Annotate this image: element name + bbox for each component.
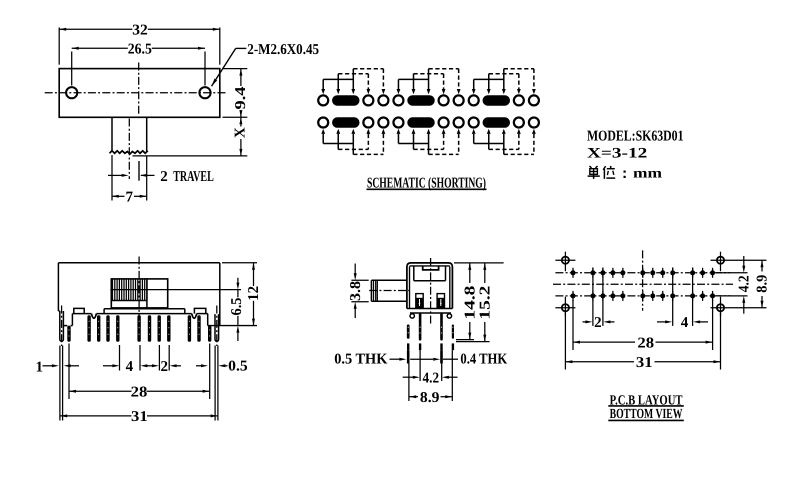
svg-text:8.9: 8.9 bbox=[420, 390, 440, 406]
svg-text:3.8: 3.8 bbox=[348, 281, 364, 301]
svg-text:26.5: 26.5 bbox=[128, 42, 152, 58]
svg-text:9.4: 9.4 bbox=[233, 86, 249, 110]
svg-text:0.4 THK: 0.4 THK bbox=[460, 352, 507, 368]
svg-text:12: 12 bbox=[246, 286, 262, 301]
svg-text:X=3-12: X=3-12 bbox=[587, 146, 647, 162]
svg-text:28: 28 bbox=[637, 335, 654, 351]
svg-text:15.2: 15.2 bbox=[477, 286, 493, 320]
svg-text:4: 4 bbox=[681, 315, 689, 331]
svg-text:32: 32 bbox=[132, 23, 148, 39]
svg-text:mm: mm bbox=[633, 167, 662, 182]
svg-text:4: 4 bbox=[126, 359, 134, 375]
svg-text:14.8: 14.8 bbox=[462, 286, 478, 320]
svg-text:8.9: 8.9 bbox=[755, 275, 771, 293]
svg-text:4.2: 4.2 bbox=[736, 275, 752, 292]
svg-text:2-M2.6X0.45: 2-M2.6X0.45 bbox=[247, 42, 319, 58]
svg-text:X: X bbox=[233, 127, 249, 138]
svg-text:2: 2 bbox=[594, 315, 602, 331]
svg-text:0.5 THK: 0.5 THK bbox=[334, 352, 388, 368]
svg-text:BOTTOM VIEW: BOTTOM VIEW bbox=[610, 407, 683, 422]
svg-text:TRAVEL: TRAVEL bbox=[173, 169, 214, 185]
svg-text:1: 1 bbox=[36, 360, 44, 376]
svg-text:6.5: 6.5 bbox=[229, 298, 245, 316]
svg-text:SCHEMATIC (SHORTING): SCHEMATIC (SHORTING) bbox=[367, 176, 486, 192]
svg-text:4.2: 4.2 bbox=[423, 370, 440, 386]
svg-text:31: 31 bbox=[636, 355, 653, 371]
svg-text:0.5: 0.5 bbox=[228, 359, 248, 375]
svg-text:28: 28 bbox=[131, 385, 148, 401]
svg-text:7: 7 bbox=[126, 190, 134, 206]
svg-text:P.C.B LAYOUT: P.C.B LAYOUT bbox=[610, 393, 683, 408]
svg-text:2: 2 bbox=[161, 359, 169, 375]
svg-text:MODEL:SK63D01: MODEL:SK63D01 bbox=[587, 128, 684, 144]
svg-text:31: 31 bbox=[131, 409, 148, 425]
svg-text:2: 2 bbox=[160, 169, 168, 185]
